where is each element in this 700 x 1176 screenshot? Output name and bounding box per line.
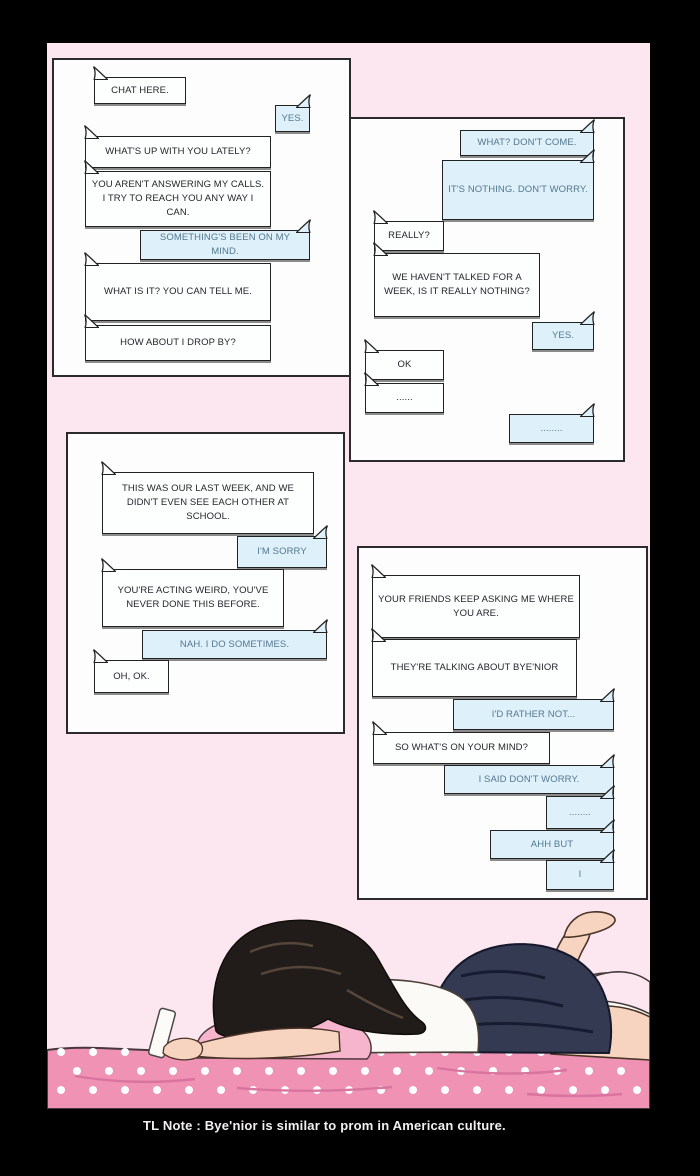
chat-panel-4: YOUR FRIENDS KEEP ASKING ME WHERE YOU AR…	[357, 546, 648, 900]
chat-bubble-sent: YES.	[275, 93, 311, 132]
chat-bubble-sent: I SAID DON'T WORRY.	[444, 753, 615, 794]
chat-bubble-received: OH, OK.	[93, 648, 169, 693]
chat-bubble-received: YOUR FRIENDS KEEP ASKING ME WHERE YOU AR…	[371, 563, 580, 638]
hair-highlights	[249, 941, 404, 1020]
bubble-text: AHH BUT	[530, 838, 574, 850]
chat-bubble-received: OK	[364, 338, 444, 380]
bubble-text: I'M SORRY	[257, 546, 307, 558]
phone	[147, 1007, 177, 1059]
chat-bubble-sent: AHH BUT	[490, 818, 615, 859]
bubble-tail-icon	[578, 310, 595, 325]
bubble-text: YOU AREN'T ANSWERING MY CALLS. I TRY TO …	[91, 179, 265, 218]
bubble-tail-icon	[598, 687, 615, 702]
translator-note: TL Note : Bye'nior is similar to prom in…	[143, 1118, 506, 1133]
bubble-tail-icon	[84, 251, 101, 266]
chat-bubble-sent: I'D RATHER NOT...	[453, 687, 615, 730]
bubble-tail-icon	[84, 124, 101, 139]
bubble-tail-icon	[371, 563, 388, 578]
chat-bubble-received: WHAT IS IT? YOU CAN TELL ME.	[84, 251, 271, 321]
chat-bubble-received: THIS WAS OUR LAST WEEK, AND WE DIDN'T EV…	[101, 460, 314, 534]
bubble-text: HOW ABOUT I DROP BY?	[120, 337, 236, 349]
bubble-text: ........	[569, 806, 591, 818]
bubble-text: WHAT IS IT? YOU CAN TELL ME.	[104, 286, 252, 298]
chat-bubble-sent: WHAT? DON'T COME.	[460, 118, 595, 156]
chat-bubble-sent: ........	[546, 784, 615, 829]
chat-bubble-received: SO WHAT'S ON YOUR MIND?	[372, 720, 550, 764]
bubble-text: ........	[540, 422, 563, 434]
chat-bubble-received: WHAT'S UP WITH YOU LATELY?	[84, 124, 271, 168]
chat-bubble-sent: I'M SORRY	[237, 524, 328, 568]
raised-foot	[563, 911, 616, 939]
bubble-tail-icon	[372, 720, 389, 735]
bubble-text: SOMETHING'S BEEN ON MY MIND.	[159, 232, 291, 257]
bubble-text: I SAID DON'T WORRY.	[478, 773, 580, 785]
chat-panel-2: WHAT? DON'T COME. IT'S NOTHING. DON'T WO…	[349, 117, 625, 462]
bubble-tail-icon	[578, 118, 595, 133]
bubble-text: THEY'RE TALKING ABOUT BYE'NIOR	[390, 662, 559, 674]
blanket-folds	[74, 1066, 623, 1098]
bubble-text: THIS WAS OUR LAST WEEK, AND WE DIDN'T EV…	[122, 483, 294, 522]
chat-bubble-received: YOU AREN'T ANSWERING MY CALLS. I TRY TO …	[84, 159, 271, 227]
bubble-text: WHAT'S UP WITH YOU LATELY?	[105, 146, 251, 158]
chat-panel-1: CHAT HERE. YES. WHAT'S UP WITH YOU LATEL…	[52, 58, 351, 377]
bubble-tail-icon	[373, 209, 390, 224]
bubble-text: YOU'RE ACTING WEIRD, YOU'VE NEVER DONE T…	[117, 585, 269, 610]
bubble-text: SO WHAT'S ON YOUR MIND?	[394, 742, 529, 754]
chat-bubble-received: REALLY?	[373, 209, 444, 251]
bubble-tail-icon	[101, 557, 118, 572]
bubble-text: ......	[396, 392, 413, 404]
chat-panel-3: THIS WAS OUR LAST WEEK, AND WE DIDN'T EV…	[66, 432, 345, 734]
chat-bubble-sent: NAH. I DO SOMETIMES.	[142, 618, 328, 659]
bubble-tail-icon	[294, 93, 311, 108]
bubble-text: OK	[397, 359, 412, 371]
bubble-text: NAH. I DO SOMETIMES.	[179, 638, 290, 650]
bubble-tail-icon	[93, 65, 110, 80]
bubble-text: OH, OK.	[113, 670, 150, 682]
girl-on-bed-illustration	[47, 911, 650, 1109]
bubble-tail-icon	[101, 460, 118, 475]
bubble-text: YES.	[551, 330, 575, 342]
bubble-text: REALLY?	[388, 230, 430, 242]
chat-bubble-received: WE HAVEN'T TALKED FOR A WEEK, IS IT REAL…	[373, 241, 540, 317]
chat-bubble-sent: SOMETHING'S BEEN ON MY MIND.	[140, 218, 311, 260]
bubble-tail-icon	[598, 753, 615, 768]
chat-bubble-received: YOU'RE ACTING WEIRD, YOU'VE NEVER DONE T…	[101, 557, 284, 627]
bubble-text: WE HAVEN'T TALKED FOR A WEEK, IS IT REAL…	[384, 272, 530, 297]
bubble-text: CHAT HERE.	[111, 84, 169, 96]
bubble-tail-icon	[364, 338, 381, 353]
bubble-text: YES.	[281, 112, 304, 124]
chat-bubble-sent: IT'S NOTHING. DON'T WORRY.	[442, 148, 595, 220]
bubble-text: WHAT? DON'T COME.	[477, 137, 577, 149]
chat-bubble-received: THEY'RE TALKING ABOUT BYE'NIOR	[371, 627, 577, 697]
chat-bubble-sent: ........	[509, 402, 595, 443]
bubble-tail-icon	[578, 402, 595, 417]
bubble-text: I'D RATHER NOT...	[491, 708, 576, 720]
bubble-text: YOUR FRIENDS KEEP ASKING ME WHERE YOU AR…	[378, 593, 574, 619]
chat-bubble-received: CHAT HERE.	[93, 65, 186, 104]
bubble-tail-icon	[311, 618, 328, 633]
bubble-tail-icon	[311, 524, 328, 539]
chat-bubble-sent: YES.	[532, 310, 595, 350]
chat-bubble-received: HOW ABOUT I DROP BY?	[84, 313, 271, 361]
hand	[162, 1037, 204, 1061]
bubble-tail-icon	[93, 648, 110, 663]
chat-bubble-received: ......	[364, 371, 444, 413]
bubble-text: I	[578, 869, 582, 881]
bubble-text: IT'S NOTHING. DON'T WORRY.	[448, 184, 588, 196]
chat-bubble-sent: I	[546, 848, 615, 890]
